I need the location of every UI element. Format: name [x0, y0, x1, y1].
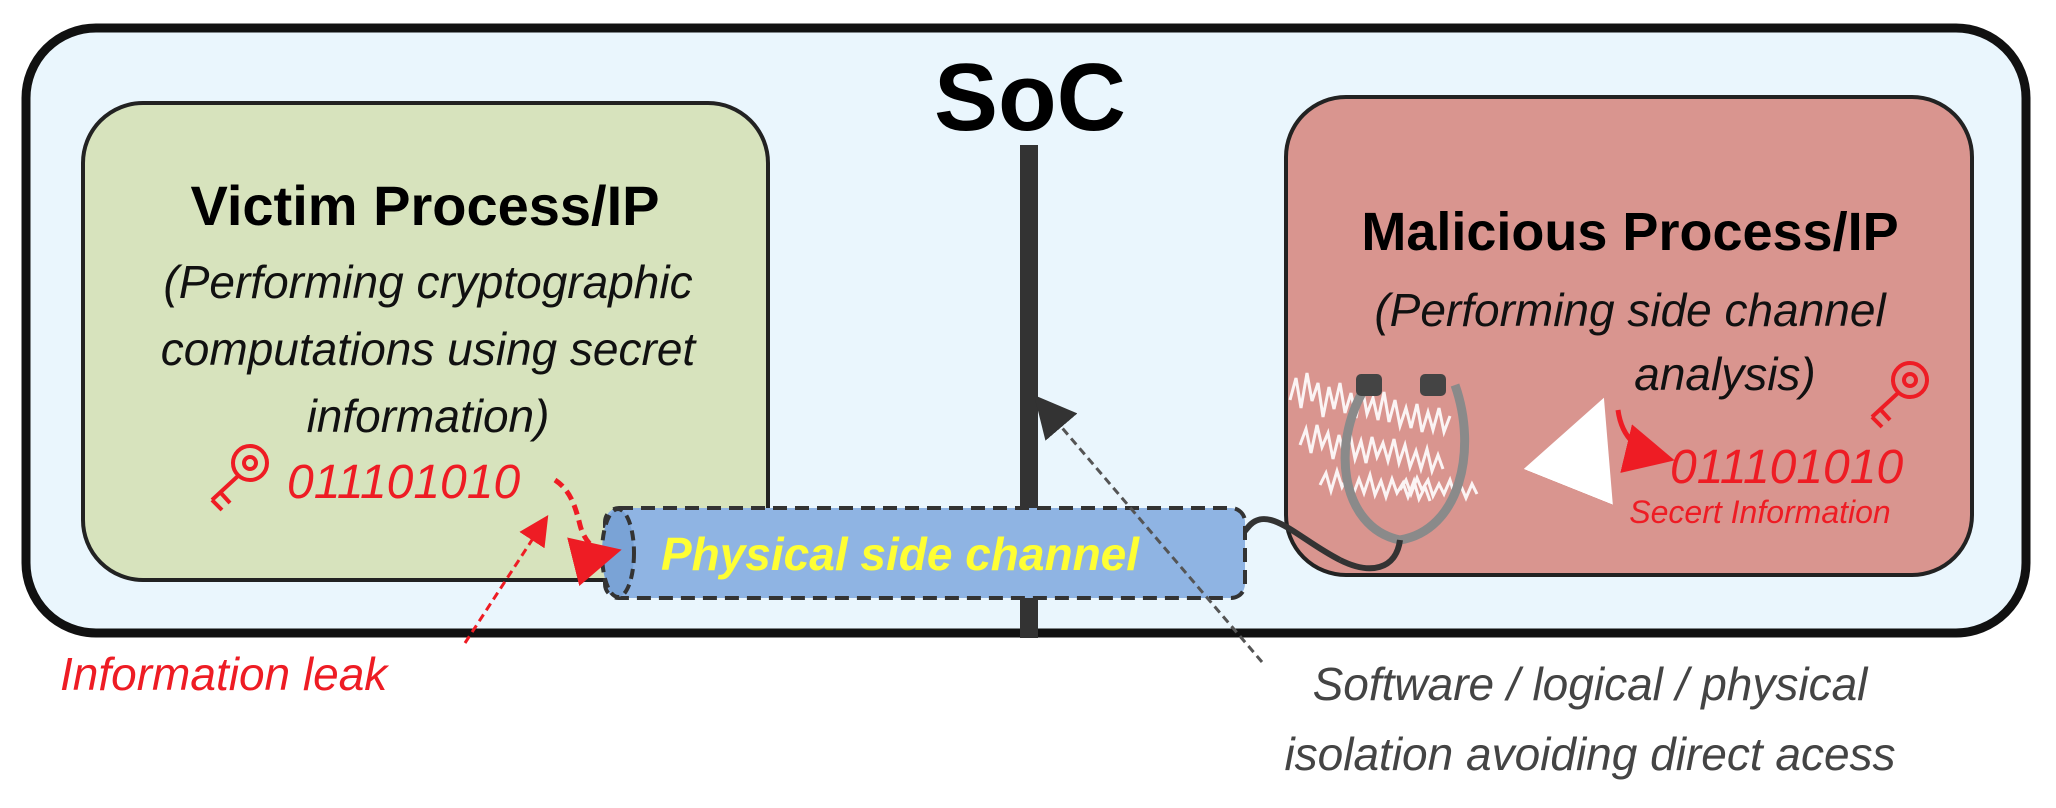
- noise-waveform-icon: [1288, 372, 1479, 504]
- physical-side-channel: [603, 506, 1247, 600]
- malicious-secret-bits: 011101010: [1670, 441, 1903, 494]
- isolation-annotation-arrow: [1034, 395, 1264, 663]
- victim-secret-bits: 011101010: [287, 456, 520, 509]
- information-leak-label: Information leak: [60, 648, 389, 700]
- analysis-arrow: [1523, 397, 1613, 505]
- victim-title: Victim Process/IP: [191, 174, 660, 237]
- key-icon: [1870, 361, 1929, 429]
- victim-desc-line-3: information): [307, 390, 550, 442]
- extraction-arrow: [1615, 409, 1675, 473]
- malicious-desc-line-2: analysis): [1634, 348, 1816, 400]
- isolation-annotation: Software / logical / physical isolation …: [1284, 658, 1895, 780]
- victim-desc-line-1: (Performing cryptographic: [163, 256, 692, 308]
- channel-end-cap: [600, 507, 636, 599]
- victim-desc-line-2: computations using secret: [161, 323, 698, 375]
- malicious-desc-line-1: (Performing side channel: [1374, 284, 1887, 336]
- secret-information-label: Secert Information: [1629, 494, 1890, 530]
- soc-title: SoC: [934, 44, 1126, 151]
- victim-description: (Performing cryptographic computations u…: [161, 256, 698, 442]
- malicious-box: [1284, 95, 1974, 577]
- leak-annotation-arrow: [463, 514, 549, 644]
- key-icon: [210, 444, 269, 512]
- isolation-line-1: Software / logical / physical: [1313, 658, 1870, 710]
- channel-label: Physical side channel: [661, 528, 1140, 580]
- leak-path: [553, 477, 622, 586]
- isolation-line-2: isolation avoiding direct acess: [1284, 728, 1895, 780]
- malicious-description: (Performing side channel analysis): [1374, 284, 1887, 400]
- malicious-title: Malicious Process/IP: [1361, 202, 1898, 262]
